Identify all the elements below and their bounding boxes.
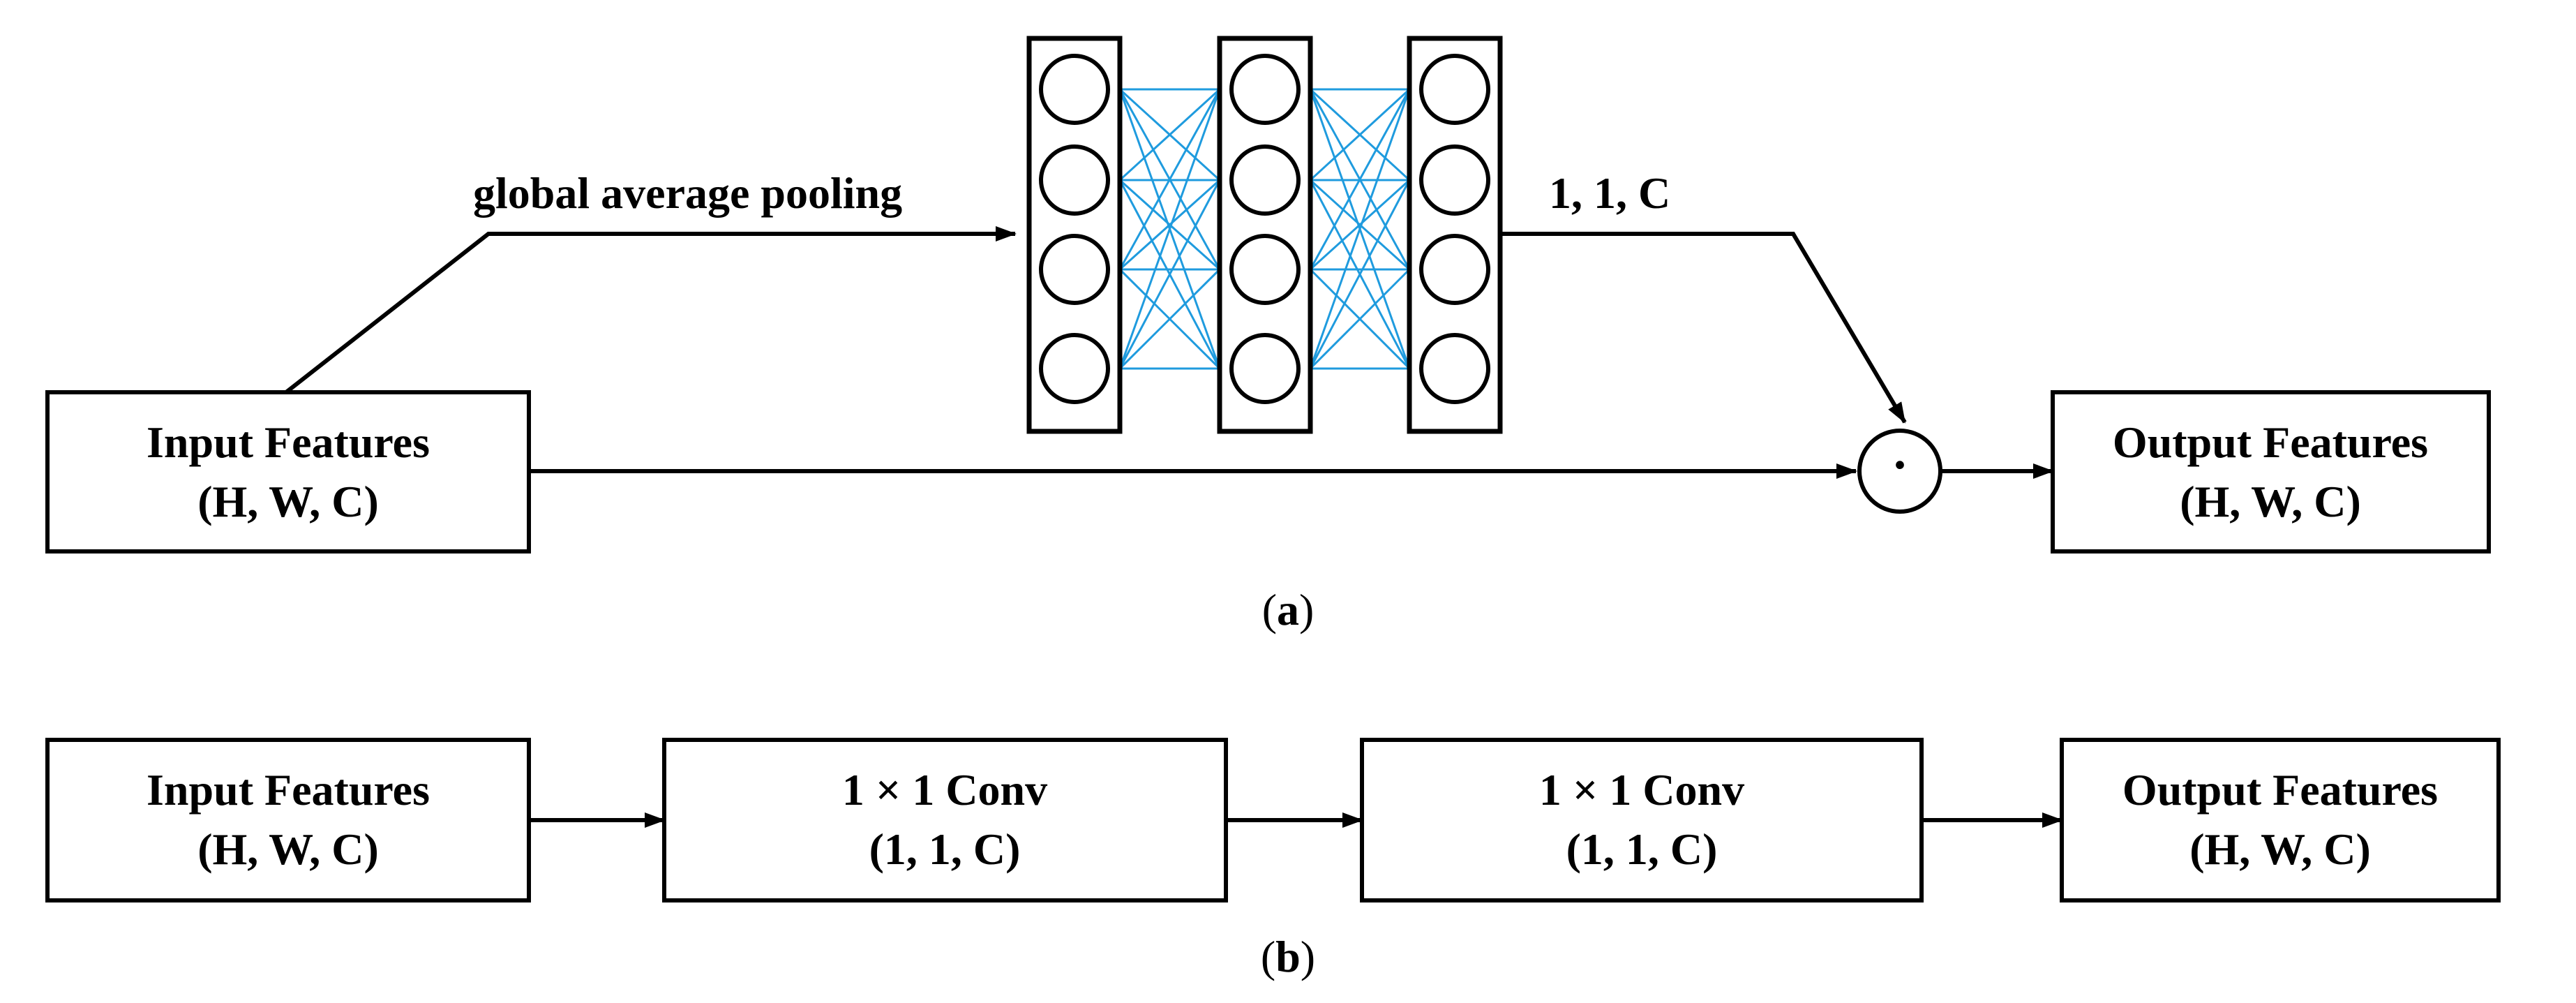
fc-connection xyxy=(1118,88,1221,181)
fc-connection xyxy=(1309,179,1411,369)
fc-node xyxy=(1419,54,1490,125)
fc-node xyxy=(1419,333,1490,404)
fc-connection xyxy=(1118,89,1221,369)
input-features-shape-b: (H, W, C) xyxy=(197,824,379,874)
fc-layer-3 xyxy=(1407,36,1503,434)
conv2-title: 1 × 1 Conv xyxy=(1539,765,1744,815)
fc-node xyxy=(1419,144,1490,216)
fc-connection xyxy=(1118,89,1221,270)
conv1-box: 1 × 1 Conv (1, 1, C) xyxy=(662,738,1228,902)
panel-a: Input Features (H, W, C) global average … xyxy=(45,36,2491,634)
input-features-title-b: Input Features xyxy=(147,765,430,815)
output-features-shape-b: (H, W, C) xyxy=(2189,824,2371,874)
input-features-box-a: Input Features (H, W, C) xyxy=(45,390,531,553)
conv1-shape: (1, 1, C) xyxy=(869,824,1021,874)
fc-connection xyxy=(1309,179,1411,271)
fc-connection xyxy=(1118,268,1221,370)
fc-layers xyxy=(1026,36,1503,434)
conv1-title: 1 × 1 Conv xyxy=(842,765,1047,815)
multiply-symbol: · xyxy=(1892,437,1908,493)
fc-connection xyxy=(1118,179,1221,369)
caption-b: (b) xyxy=(1261,932,1315,981)
pooling-label: global average pooling xyxy=(473,168,902,218)
fully-connected-network xyxy=(1026,36,1503,434)
output-features-box-a: Output Features (H, W, C) xyxy=(2051,390,2491,553)
fc-node xyxy=(1229,144,1301,216)
fc-node xyxy=(1229,54,1301,125)
conv2-shape: (1, 1, C) xyxy=(1566,824,1718,874)
input-features-shape-a: (H, W, C) xyxy=(197,477,379,526)
input-features-box-b: Input Features (H, W, C) xyxy=(45,738,531,902)
pooling-path xyxy=(285,226,1017,394)
conv2-box: 1 × 1 Conv (1, 1, C) xyxy=(1360,738,1924,902)
multiply-node: · xyxy=(1857,429,1942,514)
fc-node xyxy=(1229,234,1301,305)
fc-node xyxy=(1419,234,1490,305)
panel-b: Input Features (H, W, C) 1 × 1 Conv (1, … xyxy=(45,738,2501,981)
fc-output-label: 1, 1, C xyxy=(1549,168,1670,218)
fc-connection xyxy=(1309,89,1411,270)
fc-node xyxy=(1039,333,1110,404)
fc-connection xyxy=(1309,89,1411,369)
fc-node xyxy=(1039,54,1110,125)
fc-node xyxy=(1229,333,1301,404)
output-features-box-b: Output Features (H, W, C) xyxy=(2060,738,2501,902)
caption-a: (a) xyxy=(1262,585,1315,634)
fc-layer-2 xyxy=(1217,36,1313,434)
fc-connection xyxy=(1309,268,1411,370)
fc-node xyxy=(1039,234,1110,305)
output-features-title-a: Output Features xyxy=(2113,417,2428,467)
output-features-title-b: Output Features xyxy=(2122,765,2438,815)
fc-node xyxy=(1039,144,1110,216)
input-features-title-a: Input Features xyxy=(147,417,430,467)
fc-connection xyxy=(1309,88,1411,181)
fc-connection xyxy=(1118,179,1221,271)
excitation-path xyxy=(1500,232,1907,424)
fc-layer-1 xyxy=(1026,36,1123,434)
fc-connections xyxy=(1118,88,1411,370)
output-features-shape-a: (H, W, C) xyxy=(2180,477,2361,526)
